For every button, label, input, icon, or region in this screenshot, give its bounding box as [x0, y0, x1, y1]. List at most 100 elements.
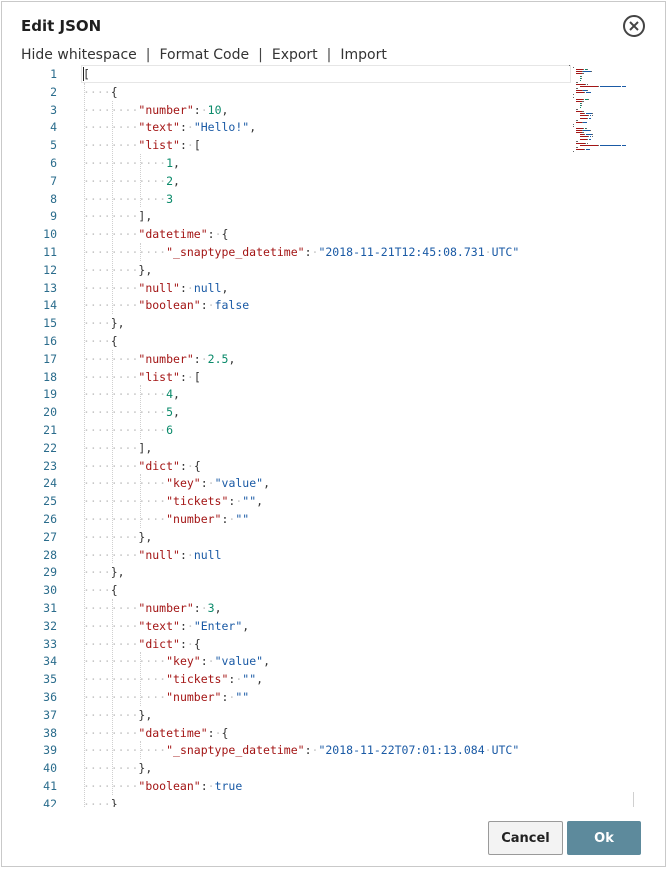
code-token: · [186, 458, 194, 473]
code-line: ········"boolean":·false [83, 296, 249, 314]
code-token: ············ [83, 156, 167, 170]
minimap-mark [622, 86, 626, 87]
code-token: ············ [83, 672, 167, 687]
minimap-mark [583, 73, 585, 75]
minimap-mark [576, 81, 578, 83]
code-token: : [179, 369, 187, 384]
editor-scrollbar[interactable] [633, 792, 634, 807]
hide-whitespace-link[interactable]: Hide whitespace [21, 47, 137, 63]
code-token: ········ [83, 618, 139, 633]
code-token: · [200, 601, 208, 615]
code-token: , [173, 173, 180, 188]
code-token: : [221, 690, 229, 704]
minimap-mark [579, 136, 588, 138]
import-link[interactable]: Import [340, 47, 387, 63]
code-token: ········ [83, 138, 139, 153]
indent-guide [84, 82, 85, 807]
code-token: ········ [83, 529, 139, 544]
code-line: ············"key":·"value", [83, 474, 270, 492]
code-token: "dict" [138, 458, 180, 473]
line-number: 42 [43, 796, 57, 807]
code-line: ········"number":·10, [83, 101, 228, 119]
code-line: ········"null":·null [83, 546, 222, 564]
minimap-mark [572, 94, 575, 96]
code-area[interactable]: [····{········"number":·10,········"text… [81, 65, 637, 807]
code-token: ············ [83, 690, 167, 704]
minimap-mark [587, 90, 588, 92]
minimap-mark [576, 73, 582, 75]
text-cursor [83, 67, 84, 81]
code-token: { [110, 334, 118, 348]
indent-guide [140, 652, 141, 706]
minimap-mark [585, 69, 587, 71]
minimap-mark [579, 79, 581, 81]
line-number: 6 [50, 156, 57, 170]
code-line: ············5, [83, 403, 180, 421]
indent-guide [112, 100, 113, 315]
line-number: 25 [43, 494, 57, 509]
minimap-mark [583, 111, 585, 113]
code-token: "" [235, 512, 250, 526]
format-code-link[interactable]: Format Code [159, 47, 250, 63]
minimap-mark [585, 128, 587, 129]
minimap-mark [580, 75, 582, 77]
code-token: 1 [166, 156, 174, 170]
minimap-mark [581, 111, 583, 113]
line-number: 39 [43, 743, 57, 758]
code-token: · [214, 227, 222, 242]
code-token: ············ [83, 512, 167, 526]
line-number: 16 [43, 334, 57, 348]
code-line: ····{ [83, 83, 118, 101]
close-button[interactable] [623, 15, 645, 37]
code-token: "list" [138, 369, 180, 384]
ok-button[interactable]: Ok [567, 821, 641, 855]
code-token: , [256, 672, 264, 687]
code-token: ············ [83, 743, 167, 758]
minimap-mark [572, 125, 574, 127]
code-line: ········"dict":·{ [83, 457, 201, 475]
editor-toolbar: Hide whitespace|Format Code|Export|Impor… [21, 47, 387, 63]
code-token: ···· [83, 84, 111, 99]
code-token: · [228, 690, 236, 704]
minimap-mark [576, 83, 586, 85]
code-line: ········}, [83, 261, 152, 279]
minimap-mark [587, 142, 588, 144]
code-token: , [221, 102, 229, 117]
code-line: ············"_snaptype_datetime":·"2018-… [83, 243, 519, 261]
code-token: : [228, 672, 236, 687]
code-token: ············ [83, 405, 167, 420]
export-link[interactable]: Export [271, 47, 318, 63]
code-line: ····}, [83, 314, 125, 332]
minimap-mark [580, 104, 582, 106]
code-line: ············4, [83, 385, 180, 403]
code-token: : [200, 779, 208, 793]
code-token: : [200, 654, 208, 669]
code-token: : [179, 618, 187, 633]
code-line: ····{ [83, 581, 118, 599]
code-token: }, [110, 316, 125, 331]
minimap-mark [583, 90, 587, 92]
code-line: ········}, [83, 528, 152, 546]
minimap-mark [583, 100, 585, 102]
code-token: · [186, 636, 194, 651]
cancel-button[interactable]: Cancel [488, 821, 563, 855]
code-token: { [221, 725, 229, 740]
indent-guide [140, 243, 141, 261]
code-token: "boolean" [138, 779, 201, 793]
code-token: : [193, 601, 201, 615]
code-line: ········"datetime":·{ [83, 724, 228, 742]
code-token: · [186, 547, 194, 562]
code-token: : [207, 725, 215, 740]
code-token: "" [242, 494, 257, 509]
code-token: ········ [83, 209, 139, 224]
code-token: "text" [138, 618, 180, 633]
code-minimap[interactable] [569, 65, 637, 155]
line-number: 4 [50, 120, 57, 135]
code-token: 3 [166, 191, 174, 206]
code-token: ], [138, 209, 153, 224]
minimap-mark [581, 132, 583, 134]
active-line-highlight [81, 65, 571, 83]
code-token: ········ [83, 707, 139, 722]
minimap-mark [576, 149, 585, 150]
